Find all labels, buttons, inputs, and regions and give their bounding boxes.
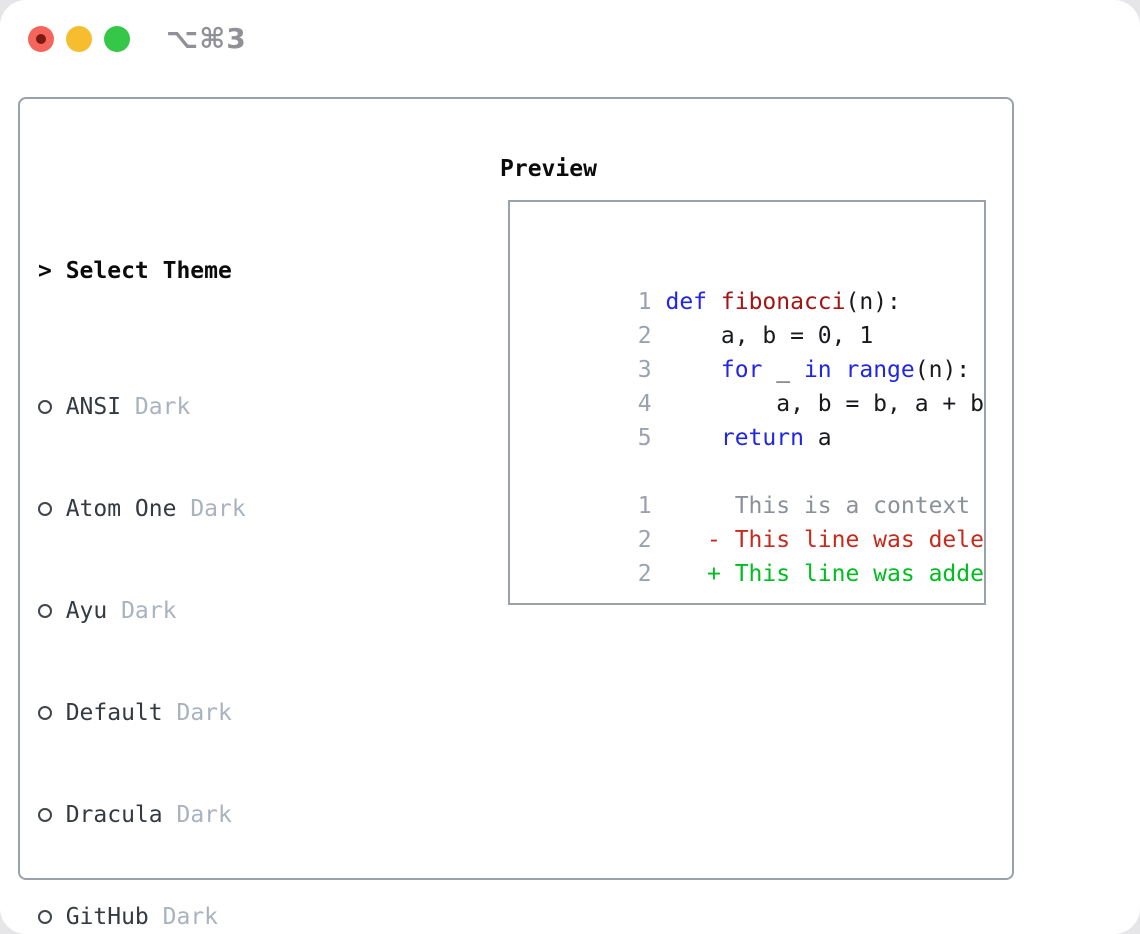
close-active-dot-icon [36, 34, 46, 44]
cursor-arrow-icon: > [38, 258, 52, 284]
select-theme-title: Select Theme [65, 258, 232, 284]
radio-icon [38, 808, 52, 822]
radio-icon [38, 604, 52, 618]
preview-title: Preview [500, 156, 597, 182]
radio-icon [38, 910, 52, 924]
radio-icon [38, 706, 52, 720]
code-line: 2 a, b = 0, 1 [637, 323, 874, 349]
code-line: 3 for _ in range(n): [637, 357, 971, 383]
radio-icon [38, 400, 52, 414]
zoom-button[interactable] [104, 26, 130, 52]
radio-icon [38, 502, 52, 516]
window-title: ⌥⌘3 [166, 22, 247, 55]
diff-deleted-line: 2 - This line was deleted. [637, 527, 984, 553]
diff-context-line: 1 This is a context line. [637, 493, 984, 519]
title-bar: ⌥⌘3 [0, 0, 1140, 78]
code-line: 4 a, b = b, a + b [637, 391, 984, 417]
select-theme-header: > Select Theme [38, 254, 426, 288]
minimize-button[interactable] [66, 26, 92, 52]
code-line: 5 return a [637, 425, 832, 451]
diff-added-line: 2 + This line was added. [637, 561, 986, 587]
close-button[interactable] [28, 26, 54, 52]
